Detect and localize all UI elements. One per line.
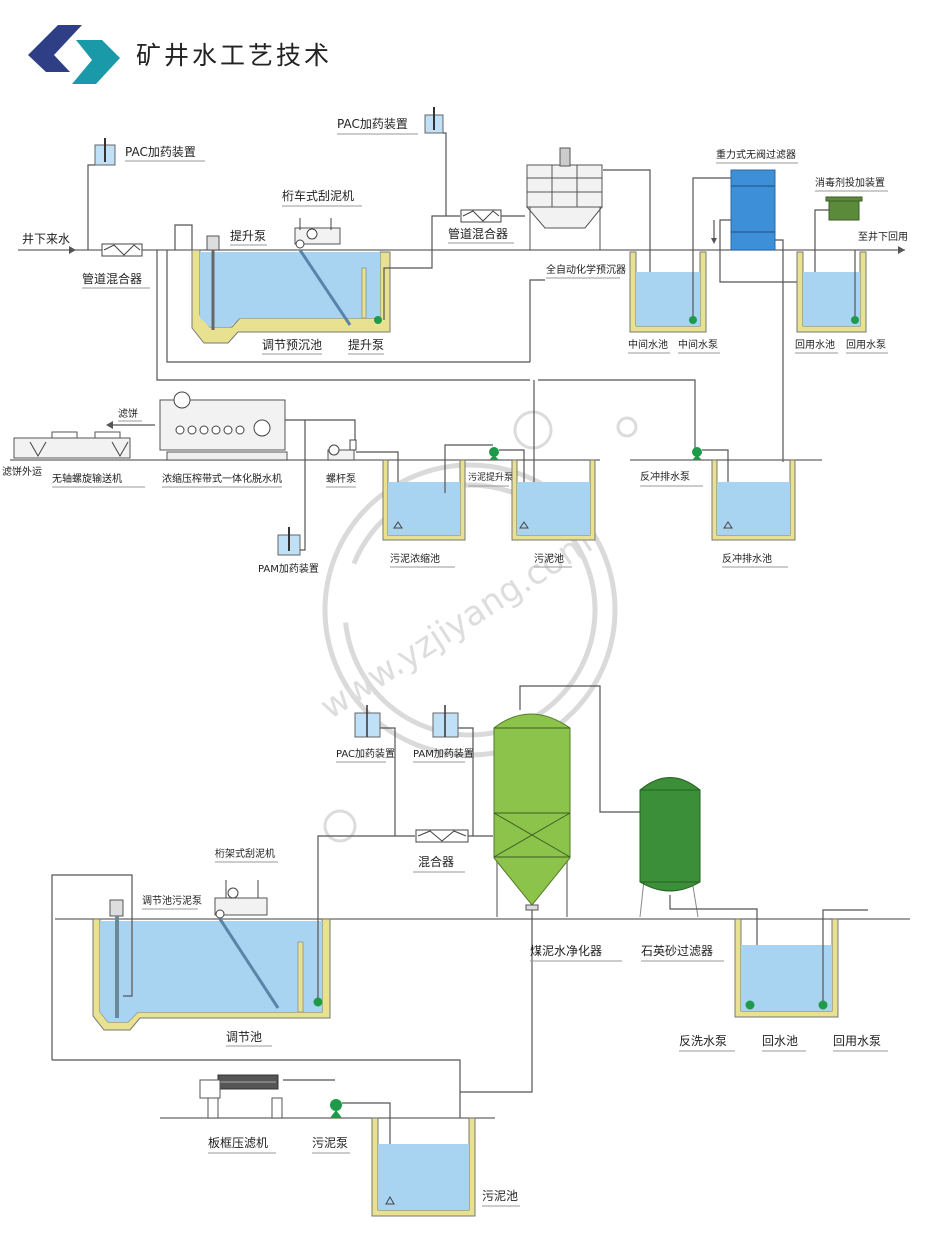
process-2: 桁架式刮泥机 调节池污泥泵 调节池 PAC加药装置 PAM加药装置 混合器: [51, 685, 910, 1217]
label-chem-presettler: 全自动化学预沉器: [546, 263, 626, 276]
belt-dewatering-machine-icon: [159, 391, 288, 461]
process-1: 井下来水 PAC加药装置 管道混合器: [2, 107, 908, 575]
label-reg-sludge-pump: 调节池污泥泵: [142, 894, 202, 907]
label-sludge-pool-2: 污泥池: [482, 1189, 518, 1203]
truss-scraper-icon: [214, 880, 268, 919]
backwash-pump-2-icon: [745, 1000, 755, 1010]
backwash-pump-icon: [692, 447, 702, 457]
regulating-pool: [92, 899, 331, 1031]
label-sludge-thicken: 污泥浓缩池: [390, 552, 440, 565]
sludge-lift-pump-icon: [489, 447, 499, 457]
label-regulating-presettle: 调节预沉池: [262, 338, 322, 352]
disinfectant-doser-icon: [828, 199, 860, 221]
quartz-sand-filter-icon: [639, 777, 701, 918]
label-lift-pump-bottom: 提升泵: [348, 337, 384, 352]
mixer-icon: [415, 829, 469, 843]
label-pac-1: PAC加药装置: [125, 145, 196, 159]
label-backwash-pump: 反冲排水泵: [640, 470, 690, 483]
label-pipe-mixer-1: 管道混合器: [82, 271, 142, 286]
label-sludge-pool: 污泥池: [534, 552, 564, 565]
label-cake-out: 滤饼外运: [2, 465, 42, 478]
label-screw-conveyor: 无轴螺旋输送机: [52, 472, 122, 485]
chem-presettler-icon: [525, 147, 604, 250]
label-reuse-pool: 回用水池: [795, 338, 835, 351]
label-disinfectant: 消毒剂投加装置: [815, 176, 885, 189]
label-scraper: 桁车式刮泥机: [282, 188, 354, 203]
logo-left-icon: [28, 25, 82, 72]
sludge-pool: [511, 459, 596, 541]
label-reg-pool: 调节池: [226, 1030, 262, 1044]
gravity-filter-icon: [730, 169, 776, 251]
screw-pump-icon: [327, 439, 357, 461]
label-mid-pool: 中间水池: [628, 338, 668, 351]
label-reuse-pump: 回用水泵: [846, 339, 886, 351]
label-filter-press: 板框压滤机: [208, 1136, 268, 1150]
label-mixer: 混合器: [418, 854, 454, 869]
screw-conveyor-icon: [13, 431, 131, 459]
reg-pool-pump-icon: [313, 997, 323, 1007]
header: 矿井水工艺技术: [28, 25, 332, 84]
label-pac-2: PAC加药装置: [337, 117, 408, 131]
label-sludge-pump: 污泥泵: [312, 1136, 348, 1150]
label-reuse-pump-2: 回用水泵: [833, 1034, 881, 1048]
pipe-mixer-icon: [101, 243, 143, 257]
coal-slurry-purifier-icon: [493, 713, 571, 917]
return-water-pool: [734, 918, 839, 1018]
lift-pump-icon: [374, 316, 382, 324]
label-mid-pump: 中间水泵: [678, 338, 718, 351]
label-gravity-filter: 重力式无阀过滤器: [716, 148, 796, 161]
label-purifier: 煤泥水净化器: [530, 944, 602, 958]
label-truss-scraper: 桁架式刮泥机: [215, 847, 275, 860]
sludge-thicken-pool: [382, 459, 466, 541]
sludge-pool-2: [371, 1117, 476, 1217]
label-pipe-mixer-2: 管道混合器: [448, 226, 508, 241]
pipe-mixer-icon: [460, 209, 502, 223]
label-sand-filter: 石英砂过滤器: [641, 944, 713, 958]
logo-right-icon: [72, 40, 120, 84]
bridge-scraper-icon: [294, 218, 341, 249]
label-backwash-pool: 反冲排水池: [722, 552, 772, 565]
label-return-pool: 回水池: [762, 1034, 798, 1048]
backwash-pool: [711, 459, 796, 541]
label-pam: PAM加药装置: [258, 562, 319, 575]
reuse-pump-2-icon: [818, 1000, 828, 1010]
label-filter-cake: 滤饼: [118, 407, 138, 420]
filter-press-icon: [199, 1074, 283, 1119]
regulating-presettle-tank: [191, 235, 391, 344]
mid-pump-icon: [689, 316, 697, 324]
page-title: 矿井水工艺技术: [136, 41, 332, 70]
mid-pool: [629, 251, 707, 333]
label-belt-dewater: 浓缩压榨带式一体化脱水机: [162, 472, 282, 485]
label-sludge-lift: 污泥提升泵: [468, 471, 513, 483]
label-inflow: 井下来水: [22, 232, 70, 246]
label-backwash-pump-2: 反洗水泵: [679, 1034, 727, 1048]
label-pam-2: PAM加药装置: [413, 747, 474, 760]
reuse-pump-icon: [851, 316, 859, 324]
label-outflow: 至井下回用: [858, 230, 908, 243]
reuse-pool: [796, 251, 867, 333]
label-pac-3: PAC加药装置: [336, 747, 395, 760]
sludge-pump-icon: [330, 1099, 342, 1111]
label-lift-pump-top: 提升泵: [230, 228, 266, 243]
label-screw-pump: 螺杆泵: [326, 473, 356, 485]
